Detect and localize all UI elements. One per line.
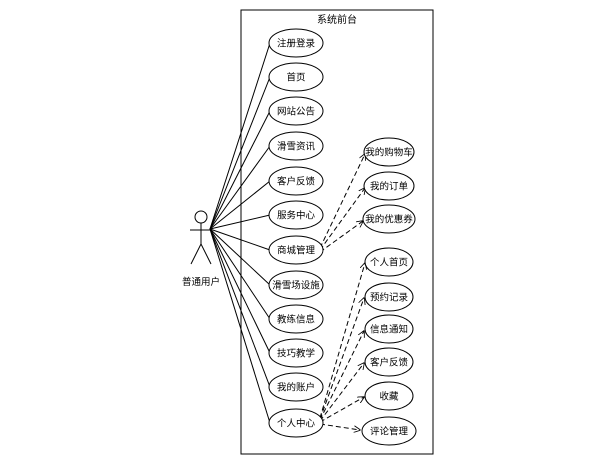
use-case-ellipse — [364, 347, 414, 377]
use-case-label: 评论管理 — [370, 426, 409, 438]
include-line-cart — [319, 154, 365, 249]
assoc-line-venue — [209, 228, 271, 286]
sub-use-case-booking: 预约记录 — [364, 282, 414, 312]
sub-use-case-orders: 我的订单 — [363, 171, 415, 201]
use-case-label: 技巧教学 — [277, 348, 315, 360]
use-case-announcement: 网站公告 — [268, 96, 324, 126]
actor: 普通用户 — [182, 210, 220, 288]
use-case-home: 首页 — [268, 62, 324, 92]
use-case-label: 客户反馈 — [277, 176, 316, 188]
assoc-line-feedback — [209, 180, 271, 230]
use-case-label: 网站公告 — [277, 106, 315, 118]
sub-use-case-feedback2: 客户反馈 — [364, 347, 414, 377]
use-case-ellipse — [268, 270, 324, 300]
system-boundary — [240, 9, 434, 455]
use-case-mall: 商城管理 — [268, 235, 324, 265]
assoc-line-service — [209, 214, 271, 230]
sub-use-case-notice: 信息通知 — [364, 314, 414, 344]
use-case-ellipse — [363, 137, 415, 167]
use-case-label: 预约记录 — [370, 292, 409, 304]
use-case-ellipse — [364, 247, 414, 277]
use-case-label: 注册登录 — [277, 38, 316, 50]
use-case-label: 滑雪场设施 — [272, 280, 320, 292]
use-case-ellipse — [362, 204, 416, 234]
assoc-line-skills — [209, 228, 271, 354]
include-line-notice — [319, 331, 364, 421]
include-line-orders — [319, 188, 365, 251]
assoc-line-home — [209, 76, 271, 230]
use-case-venue: 滑雪场设施 — [268, 270, 324, 300]
use-case-label: 信息通知 — [370, 324, 408, 336]
include-line-comments — [319, 423, 360, 430]
use-case-ellipse — [268, 131, 324, 161]
use-case-ellipse — [363, 171, 415, 201]
use-case-label: 商城管理 — [277, 245, 316, 257]
use-case-ellipse — [268, 235, 324, 265]
include-line-feedback2 — [319, 363, 364, 422]
sub-use-case-comments: 评论管理 — [361, 416, 417, 446]
actor-name: 普通用户 — [182, 276, 220, 288]
association-lines — [209, 42, 271, 424]
use-case-label: 服务中心 — [277, 210, 316, 222]
use-case-label: 个人中心 — [277, 418, 316, 430]
use-case-news: 滑雪资讯 — [268, 131, 324, 161]
use-case-label: 我的优惠券 — [365, 214, 413, 226]
use-case-ellipse — [364, 381, 414, 411]
sub-use-case-coupons: 我的优惠券 — [362, 204, 416, 234]
use-case-label: 收藏 — [379, 391, 399, 403]
include-line-booking — [319, 298, 364, 420]
use-case-ellipse — [268, 200, 324, 230]
assoc-line-coach — [209, 228, 271, 320]
use-case-ellipse — [268, 96, 324, 126]
use-case-feedback: 客户反馈 — [268, 166, 324, 196]
use-case-ellipse — [268, 372, 324, 402]
actor-head — [194, 210, 208, 224]
sub-use-case-favorites: 收藏 — [364, 381, 414, 411]
system-title: 系统前台 — [317, 13, 357, 26]
sub-use-case-cart: 我的购物车 — [363, 137, 415, 167]
use-case-ellipse — [364, 282, 414, 312]
actor-right-leg — [200, 243, 212, 265]
assoc-line-center — [209, 228, 271, 424]
sub-use-case-profile: 个人首页 — [364, 247, 414, 277]
use-case-label: 教练信息 — [277, 314, 315, 326]
assoc-line-register — [209, 42, 271, 230]
use-case-label: 个人首页 — [370, 257, 408, 269]
use-case-label: 我的购物车 — [365, 147, 413, 159]
use-case-label: 客户反馈 — [370, 357, 409, 369]
include-line-favorites — [319, 397, 364, 423]
use-case-coach: 教练信息 — [268, 304, 324, 334]
use-case-ellipse — [268, 304, 324, 334]
use-case-ellipse — [364, 314, 414, 344]
use-case-label: 我的订单 — [370, 181, 409, 193]
use-case-account: 我的账户 — [268, 372, 324, 402]
include-line-coupons — [319, 221, 363, 253]
assoc-line-news — [209, 145, 271, 230]
use-case-label: 首页 — [286, 72, 305, 84]
use-case-ellipse — [268, 338, 324, 368]
actor-left-leg — [190, 243, 202, 265]
include-relations — [319, 154, 365, 430]
use-case-ellipse — [268, 62, 324, 92]
include-line-profile — [319, 263, 365, 419]
use-case-service: 服务中心 — [268, 200, 324, 230]
use-case-label: 滑雪资讯 — [277, 142, 316, 153]
use-case-ellipse — [361, 416, 417, 446]
use-case-ellipse — [268, 166, 324, 196]
use-case-skills: 技巧教学 — [268, 338, 324, 368]
assoc-line-mall — [209, 228, 271, 251]
use-case-register: 注册登录 — [268, 28, 324, 58]
use-case-label: 我的账户 — [277, 382, 315, 394]
use-case-ellipse — [268, 28, 324, 58]
assoc-line-announcement — [209, 110, 271, 230]
use-case-ellipse — [268, 408, 324, 438]
use-case-center: 个人中心 — [268, 408, 324, 438]
assoc-line-account — [209, 228, 271, 388]
